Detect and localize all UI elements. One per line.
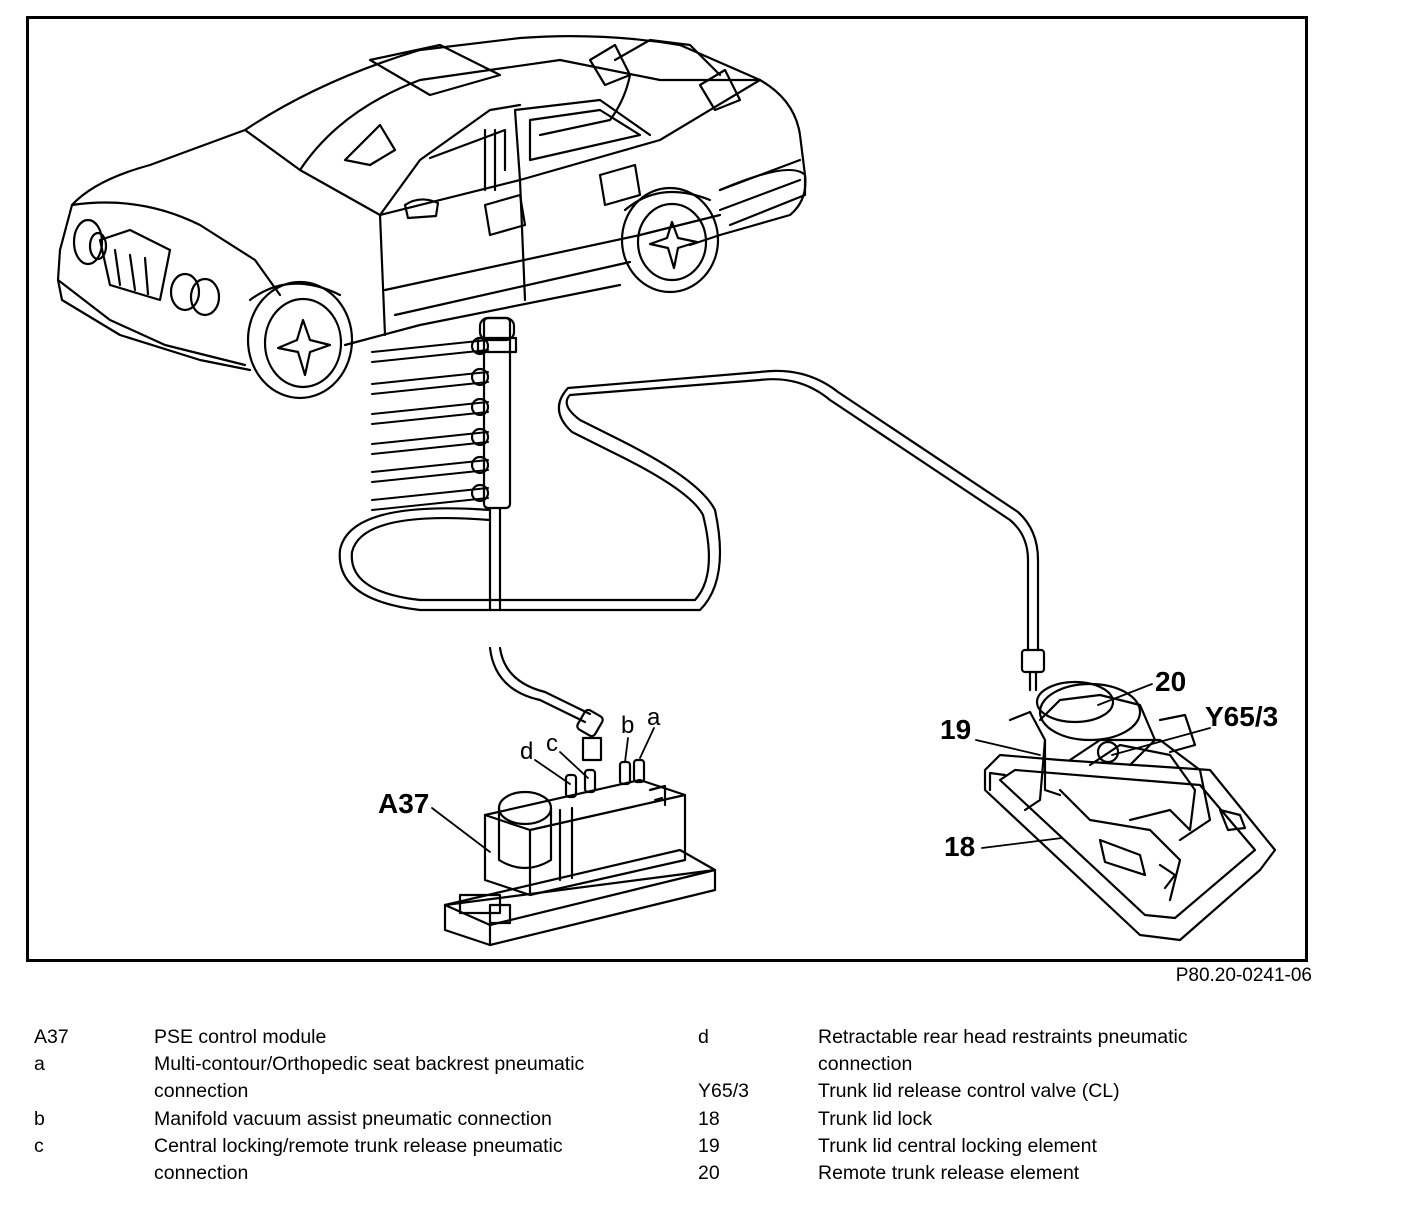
callout-c: c	[546, 730, 558, 757]
legend-description: PSE control module	[154, 1026, 327, 1048]
legend-code: d	[698, 1026, 709, 1048]
callout-a: a	[647, 704, 661, 731]
callout-b: b	[621, 712, 635, 739]
figure-frame	[26, 16, 1308, 962]
pneumatic-tubing	[338, 369, 1046, 762]
legend-description: Manifold vacuum assist pneumatic connect…	[154, 1108, 552, 1130]
callout-19: 19	[940, 714, 972, 745]
legend-code: 20	[698, 1162, 720, 1184]
callout-20: 20	[1155, 666, 1187, 697]
legend-description: Central locking/remote trunk release pne…	[154, 1135, 563, 1184]
callout-a37: A37	[378, 788, 430, 819]
distribution-manifold	[371, 316, 518, 511]
legend-code: A37	[34, 1026, 69, 1048]
diagram-illustration	[56, 35, 1277, 947]
legend-description: Retractable rear head restraints pneumat…	[818, 1026, 1188, 1075]
legend-code: a	[34, 1053, 45, 1075]
trunk-lid-lock-illustration	[983, 680, 1277, 942]
legend-description: Multi-contour/Orthopedic seat backrest p…	[154, 1053, 585, 1102]
legend-description: Trunk lid central locking element	[818, 1135, 1097, 1157]
legend-description: Trunk lid lock	[818, 1108, 933, 1130]
legend-code: c	[34, 1135, 44, 1157]
legend-description: Remote trunk release element	[818, 1162, 1080, 1184]
figure-code: P80.20-0241-06	[1175, 965, 1312, 986]
callout-y65-3: Y65/3	[1205, 701, 1279, 732]
car-illustration	[56, 35, 807, 400]
legend-code: b	[34, 1108, 45, 1130]
pse-control-module-illustration	[443, 758, 717, 947]
callout-d: d	[520, 738, 534, 765]
legend-code: Y65/3	[698, 1080, 749, 1102]
legend-code: 19	[698, 1135, 720, 1157]
legend-description: Trunk lid release control valve (CL)	[818, 1080, 1120, 1102]
legend-code: 18	[698, 1108, 720, 1130]
callout-leaders	[431, 683, 1211, 853]
callout-18: 18	[944, 831, 976, 862]
